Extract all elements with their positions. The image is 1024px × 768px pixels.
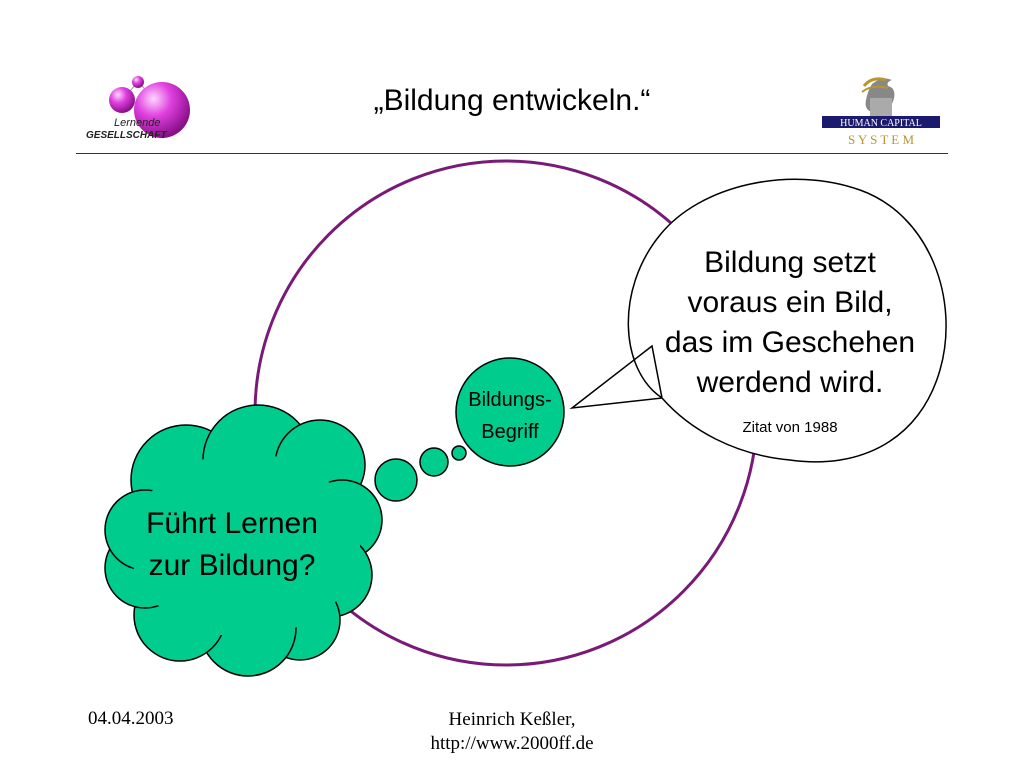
thought-cloud xyxy=(104,404,383,677)
logo-right-banner xyxy=(822,116,940,128)
logo-left-line1: Lernende xyxy=(114,117,161,129)
quote-line-3: das im Geschehen xyxy=(665,326,915,359)
cloud-line-2: zur Bildung? xyxy=(149,549,316,582)
human-capital-system-logo: HUMAN CAPITAL S Y S T E M xyxy=(822,77,940,147)
central-node-label-line2: Begriff xyxy=(481,421,539,443)
quote-citation: Zitat von 1988 xyxy=(742,419,837,436)
thought-bubble-large xyxy=(374,458,418,502)
central-node-label-line1: Bildungs- xyxy=(468,389,551,411)
logo-right-line1: HUMAN CAPITAL xyxy=(840,118,922,129)
logo-left-line2: GESELLSCHAFT xyxy=(86,130,167,141)
footer-author-block: Heinrich Keßler, http://www.2000ff.de xyxy=(360,708,664,756)
central-node xyxy=(455,357,565,467)
thought-bubble-small xyxy=(451,445,467,461)
logo-sphere-large xyxy=(134,82,190,138)
logo-sphere-medium xyxy=(109,87,135,113)
heraldic-lion-icon xyxy=(861,77,895,120)
quote-line-2: voraus ein Bild, xyxy=(687,286,892,319)
quote-line-4: werdend wird. xyxy=(696,366,884,399)
lernende-gesellschaft-logo: Lernende GESELLSCHAFT xyxy=(86,76,190,141)
speech-bubble xyxy=(569,178,947,463)
thought-bubble-medium xyxy=(419,447,449,477)
slide-title: „Bildung entwickeln.“ xyxy=(373,84,651,117)
footer-author: Heinrich Keßler, xyxy=(448,709,576,730)
cloud-line-1: Führt Lernen xyxy=(146,507,318,540)
footer-url-link[interactable]: http://www.2000ff.de xyxy=(430,733,594,754)
header-divider xyxy=(76,153,948,154)
quote-line-1: Bildung setzt xyxy=(704,246,876,279)
logo-right-line2: S Y S T E M xyxy=(848,132,915,147)
footer-date: 04.04.2003 xyxy=(88,708,174,729)
logo-sphere-small xyxy=(132,76,144,88)
